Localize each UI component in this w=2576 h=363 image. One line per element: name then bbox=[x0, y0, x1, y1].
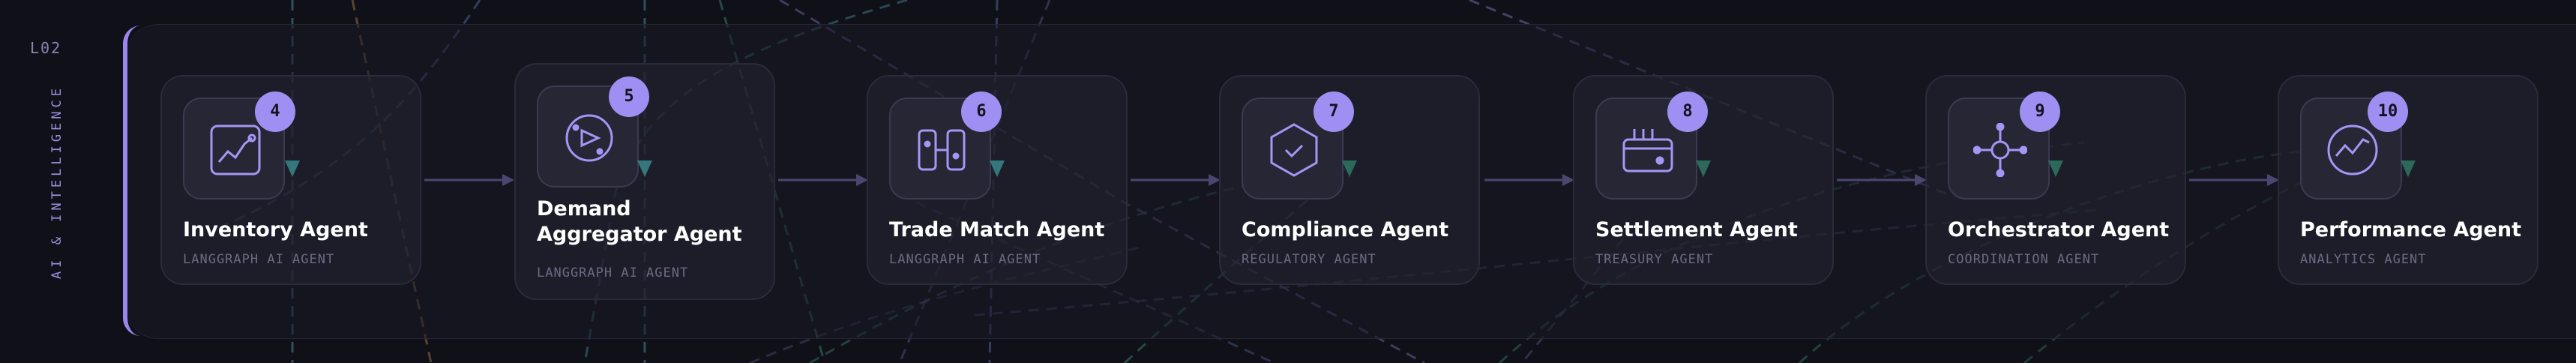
agent-subtitle: ANALYTICS AGENT bbox=[2300, 252, 2427, 267]
side-label: AI & INTELLIGENCE bbox=[49, 85, 64, 279]
agent-subtitle: LANGGRAPH AI AGENT bbox=[889, 252, 1041, 267]
agent-subtitle: LANGGRAPH AI AGENT bbox=[537, 266, 689, 280]
icon-container bbox=[1595, 98, 1697, 200]
connector-arrow bbox=[424, 174, 514, 186]
agent-subtitle: LANGGRAPH AI AGENT bbox=[183, 252, 335, 267]
agent-title: Demand Aggregator Agent bbox=[537, 197, 742, 246]
row-label: L02 bbox=[30, 39, 62, 57]
network-hub-icon bbox=[1973, 123, 2027, 177]
agent-card-trade-match[interactable]: 6 Trade Match Agent LANGGRAPH AI AGENT bbox=[867, 75, 1128, 285]
aggregate-target-icon bbox=[565, 114, 613, 162]
section-accent-bracket bbox=[123, 26, 141, 336]
step-badge: 7 bbox=[1313, 92, 1354, 132]
connector-arrow bbox=[1484, 174, 1574, 186]
step-badge: 6 bbox=[961, 92, 1002, 132]
connector-arrow bbox=[778, 174, 868, 186]
agent-title: Orchestrator Agent bbox=[1948, 218, 2170, 242]
shield-check-icon bbox=[1270, 123, 1318, 177]
step-badge: 4 bbox=[255, 92, 295, 132]
step-badge: 8 bbox=[1667, 92, 1708, 132]
agent-title: Settlement Agent bbox=[1595, 218, 1798, 242]
wallet-icon bbox=[1622, 129, 1673, 172]
agent-title: Inventory Agent bbox=[183, 218, 368, 242]
connector-arrow bbox=[2189, 174, 2279, 186]
agent-title: Trade Match Agent bbox=[889, 218, 1105, 242]
performance-gauge-icon bbox=[2327, 124, 2378, 176]
agent-card-demand-aggregator[interactable]: 5 Demand Aggregator Agent LANGGRAPH AI A… bbox=[514, 63, 775, 300]
agent-subtitle: COORDINATION AGENT bbox=[1948, 252, 2100, 267]
agent-card-performance[interactable]: 10 Performance Agent ANALYTICS AGENT bbox=[2278, 75, 2539, 285]
connector-arrow bbox=[1131, 174, 1221, 186]
agent-card-inventory[interactable]: 4 Inventory Agent LANGGRAPH AI AGENT bbox=[160, 75, 421, 285]
agent-subtitle: TREASURY AGENT bbox=[1595, 252, 1714, 267]
step-badge: 5 bbox=[609, 76, 649, 117]
step-badge: 9 bbox=[2020, 92, 2060, 132]
agent-card-settlement[interactable]: 8 Settlement Agent TREASURY AGENT bbox=[1573, 75, 1834, 285]
trend-chart-icon bbox=[210, 124, 261, 176]
agent-card-compliance[interactable]: 7 Compliance Agent REGULATORY AGENT bbox=[1219, 75, 1480, 285]
match-link-icon bbox=[918, 129, 966, 171]
step-badge: 10 bbox=[2368, 92, 2408, 132]
agent-title: Performance Agent bbox=[2300, 218, 2521, 242]
agent-subtitle: REGULATORY AGENT bbox=[1242, 252, 1376, 267]
agent-card-orchestrator[interactable]: 9 Orchestrator Agent COORDINATION AGENT bbox=[1925, 75, 2186, 285]
connector-arrow bbox=[1837, 174, 1927, 186]
agent-title: Compliance Agent bbox=[1242, 218, 1449, 242]
